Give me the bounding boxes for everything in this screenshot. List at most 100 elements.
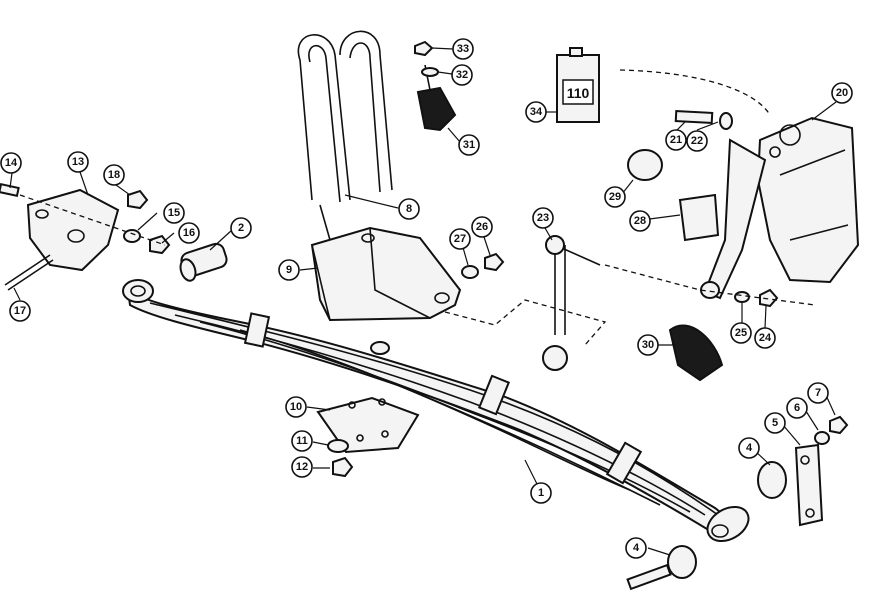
callout-label-29: 29 <box>609 191 621 203</box>
lever-arm-damper <box>700 116 860 300</box>
callout-label-14: 14 <box>5 157 18 169</box>
callout-28: 28 <box>629 210 651 232</box>
callout-label-17: 17 <box>14 305 26 317</box>
callout-10: 10 <box>285 396 307 418</box>
callout-label-15: 15 <box>168 207 180 219</box>
oil-can: 110 <box>556 47 600 123</box>
nut-24 <box>759 288 779 308</box>
callout-31: 31 <box>458 134 480 156</box>
callout-label-13: 13 <box>72 156 84 168</box>
callout-20: 20 <box>831 82 853 104</box>
callout-15: 15 <box>163 202 185 224</box>
can-label: 110 <box>567 85 590 101</box>
damper-link <box>542 235 601 371</box>
bush-4-upper <box>757 461 787 499</box>
nut-26 <box>484 252 505 272</box>
callout-label-9: 9 <box>286 264 292 276</box>
callout-label-20: 20 <box>836 87 848 99</box>
nut-12 <box>332 456 354 478</box>
callout-13: 13 <box>67 151 89 173</box>
callout-11: 11 <box>291 430 313 452</box>
washer-6 <box>814 431 830 445</box>
callout-label-7: 7 <box>815 387 821 399</box>
bump-rubber-30 <box>668 324 724 382</box>
callout-33: 33 <box>452 38 474 60</box>
callout-label-33: 33 <box>457 43 469 55</box>
washer-11 <box>327 439 349 453</box>
callout-23: 23 <box>532 207 554 229</box>
bump-rubber-31 <box>416 64 457 132</box>
nut-33 <box>414 40 434 57</box>
callout-24: 24 <box>754 327 776 349</box>
nut-18 <box>127 189 149 210</box>
callout-label-31: 31 <box>463 139 475 151</box>
callout-label-24: 24 <box>759 332 772 344</box>
callout-label-18: 18 <box>108 169 120 181</box>
callout-22: 22 <box>686 130 708 152</box>
callout-4-lower: 4 <box>625 537 647 559</box>
washer-25 <box>734 291 750 303</box>
callout-34: 34 <box>525 101 547 123</box>
spring-seat-bracket <box>310 226 462 322</box>
callout-label-4-lower: 4 <box>633 542 640 554</box>
callout-label-10: 10 <box>290 401 302 413</box>
callout-label-12: 12 <box>296 461 308 473</box>
rubber-29 <box>627 149 663 181</box>
callout-8: 8 <box>398 198 420 220</box>
bolt-21 <box>674 110 714 124</box>
callout-32: 32 <box>451 64 473 86</box>
callout-label-26: 26 <box>476 221 488 233</box>
callout-label-5: 5 <box>772 417 778 429</box>
bush-4-lower <box>626 545 697 591</box>
callout-label-23: 23 <box>537 212 549 224</box>
leaf-spring <box>122 279 750 543</box>
callout-4-upper: 4 <box>738 437 760 459</box>
callout-2: 2 <box>230 217 252 239</box>
bolt-14 <box>0 183 20 197</box>
bolt-17 <box>4 254 54 291</box>
callout-1: 1 <box>530 482 552 504</box>
callout-label-21: 21 <box>670 134 682 146</box>
front-hanger-bracket <box>26 188 120 272</box>
callout-6: 6 <box>786 397 808 419</box>
callout-label-22: 22 <box>691 135 703 147</box>
washer-22 <box>719 112 733 130</box>
callout-label-4-upper: 4 <box>746 442 753 454</box>
u-bolts <box>297 30 393 241</box>
callout-25: 25 <box>730 322 752 344</box>
callout-12: 12 <box>291 456 313 478</box>
callout-label-25: 25 <box>735 327 747 339</box>
callout-label-28: 28 <box>634 215 646 227</box>
callout-14: 14 <box>0 152 22 174</box>
callout-30: 30 <box>637 334 659 356</box>
bush-2 <box>179 242 228 282</box>
nut-7 <box>829 415 849 435</box>
callout-26: 26 <box>471 216 493 238</box>
nut-16 <box>149 234 171 255</box>
assembly-lines <box>19 69 816 346</box>
callout-5: 5 <box>764 412 786 434</box>
callout-label-6: 6 <box>794 402 800 414</box>
callout-label-16: 16 <box>183 227 195 239</box>
washer-27 <box>461 265 479 279</box>
callout-label-2: 2 <box>238 222 244 234</box>
callout-label-27: 27 <box>454 233 466 245</box>
callout-label-34: 34 <box>530 106 543 118</box>
callout-27: 27 <box>449 228 471 250</box>
callout-7: 7 <box>807 382 829 404</box>
callout-16: 16 <box>178 222 200 244</box>
callout-label-8: 8 <box>406 203 412 215</box>
shackle-plate-5 <box>794 443 824 527</box>
callout-label-32: 32 <box>456 69 468 81</box>
callout-label-11: 11 <box>296 435 308 447</box>
washer-32 <box>421 67 439 77</box>
callout-label-30: 30 <box>642 339 654 351</box>
callout-label-1: 1 <box>538 487 544 499</box>
callout-21: 21 <box>665 129 687 151</box>
callout-29: 29 <box>604 186 626 208</box>
callout-17: 17 <box>9 300 31 322</box>
rubber-28 <box>678 193 720 242</box>
callout-9: 9 <box>278 259 300 281</box>
callout-18: 18 <box>103 164 125 186</box>
